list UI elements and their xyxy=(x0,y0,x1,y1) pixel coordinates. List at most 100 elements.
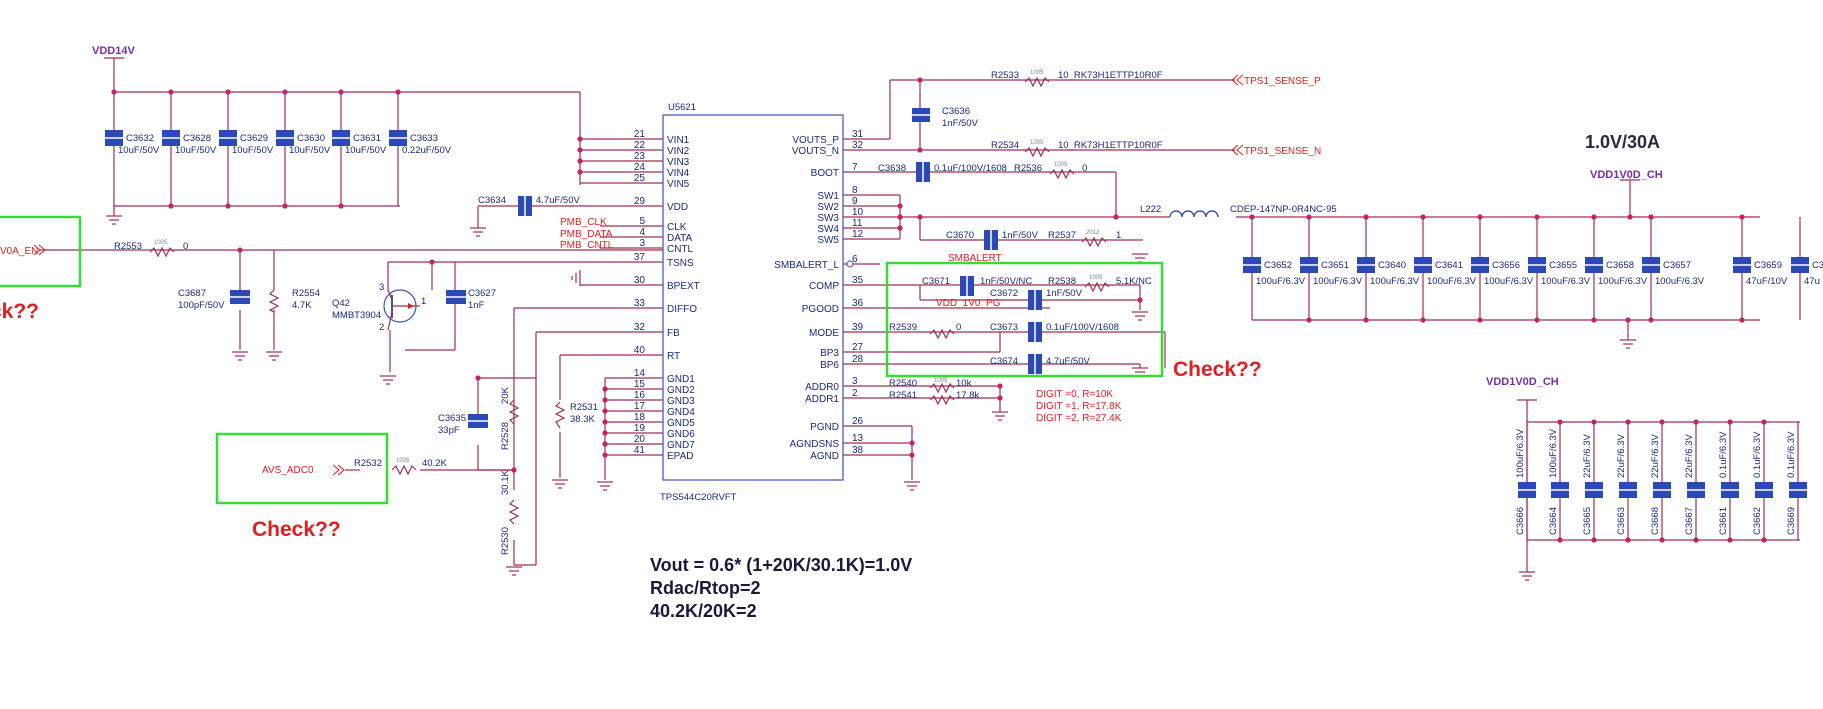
output-cap-ref: C3656 xyxy=(1492,260,1520,271)
c3670-ref: C3670 xyxy=(946,230,974,241)
ic-pin-name: EPAD xyxy=(667,451,694,462)
vdd1v0d-ch-label-2: VDD1V0D_CH xyxy=(1486,376,1559,388)
q42-base-pin: 1 xyxy=(421,296,426,307)
ic-pin-number: 2 xyxy=(852,388,858,399)
ground-icon xyxy=(992,411,1008,421)
check-note-avs: Check?? xyxy=(252,518,341,541)
r2528-value: 20K xyxy=(500,386,511,404)
input-cap-value: 10uF/50V xyxy=(175,145,217,156)
resistor-icon xyxy=(1024,76,1050,88)
ic-pin-name: TSNS xyxy=(667,258,694,269)
bottom-cap-value: 22uF/6.3V xyxy=(1582,434,1593,478)
capacitor-icon xyxy=(916,162,930,182)
output-cap-value: 100uF/6.3V xyxy=(1370,276,1420,287)
bottom-cap-ref: C3665 xyxy=(1582,507,1593,535)
capacitor-icon xyxy=(230,290,250,304)
ic-pin-name: VIN4 xyxy=(667,168,690,179)
r2532-ref: R2532 xyxy=(354,458,382,469)
ground-icon xyxy=(470,227,486,237)
r2537-ref: R2537 xyxy=(1048,230,1076,241)
pmb-data-label: PMB_DATA xyxy=(560,229,613,240)
ground-icon xyxy=(1132,253,1148,263)
discrete-caps: C3634 4.7uF/50V C3636 1nF/50V C3638 0.1u… xyxy=(178,106,1119,436)
bottom-cap-ref: C3664 xyxy=(1548,507,1559,535)
ic-pin-number: 27 xyxy=(852,342,864,353)
input-cap-ref: C3631 xyxy=(353,133,381,144)
capacitor-icon xyxy=(1028,322,1042,342)
pmb-clk-label: PMB_CLK xyxy=(560,217,607,228)
c3627-value: 1nF xyxy=(468,300,485,311)
output-cap-value: 100uF/6.3V xyxy=(1313,276,1363,287)
c3635-ref: C3635 xyxy=(438,413,466,424)
ic-pin-name: SW4 xyxy=(817,224,839,235)
output-cap-value: 47uF/10V xyxy=(1746,276,1788,287)
c3673-value: 0.1uF/100V/1608 xyxy=(1046,322,1119,333)
ic-pin-name: BP6 xyxy=(820,360,839,371)
ic-pin-name: GND2 xyxy=(667,385,695,396)
ic-pin-name: FB xyxy=(667,328,680,339)
resistor-icon xyxy=(508,499,520,525)
input-cap-value: 10uF/50V xyxy=(118,145,160,156)
digit-note-0: DIGIT =0, R=10K xyxy=(1036,389,1113,400)
r2539-ref: R2539 xyxy=(889,322,917,333)
q42-ref: Q42 xyxy=(332,298,350,309)
ic-pin-name: VOUTS_N xyxy=(792,146,839,157)
ic-pin-name: MODE xyxy=(809,328,839,339)
ic-pin-number: 11 xyxy=(852,218,863,229)
r2536-value: 0 xyxy=(1082,163,1087,174)
rail-title: 1.0V/30A xyxy=(1585,132,1660,152)
resistor-icon xyxy=(1081,236,1107,248)
c3627-ref: C3627 xyxy=(468,288,496,299)
smbalert-bubble-icon xyxy=(846,260,854,268)
ic-u5621: U5621 TPS544C20RVFT 21VIN122VIN223VIN324… xyxy=(634,102,864,503)
bottom-cap-value: 0.1uF/6.3V xyxy=(1718,431,1729,478)
ic-pin-number: 37 xyxy=(634,252,646,263)
capacitor-icon xyxy=(468,414,488,428)
resistor-icon xyxy=(929,328,955,340)
net-labels: PMB_CLK PMB_DATA PMB_CNTL SMBALERT VDD_1… xyxy=(0,74,1321,476)
resistor-icon xyxy=(554,401,566,429)
bottom-cap-ref: C3663 xyxy=(1616,507,1627,535)
input-cap-ref: C3633 xyxy=(410,133,438,144)
c3672-ref: C3672 xyxy=(990,288,1018,299)
r2537-value: 1 xyxy=(1116,230,1121,241)
ic-pin-number: 30 xyxy=(634,275,646,286)
ic-pin-name: PGND xyxy=(810,422,839,433)
output-cap-value: 100uF/6.3V xyxy=(1541,276,1591,287)
c3635-value: 33pF xyxy=(438,425,460,436)
resistor-icon xyxy=(149,246,175,258)
ic-pin-name: VDD xyxy=(667,202,688,213)
r2533-ref: R2533 xyxy=(991,70,1019,81)
ic-pin-name: SW1 xyxy=(817,191,839,202)
ic-pin-name: VIN3 xyxy=(667,157,690,168)
ic-pin-name: PGOOD xyxy=(802,304,839,315)
avs-adc0-label: AVS_ADC0 xyxy=(262,465,314,476)
ground-icon xyxy=(904,481,920,491)
bottom-cap-ref: C3666 xyxy=(1515,507,1526,535)
resistor-labels: R2533 10_RK73H1ETTP10R0F R2534 10_RK73H1… xyxy=(114,70,1163,555)
svg-text:2012: 2012 xyxy=(1086,230,1100,236)
equations: Vout = 0.6* (1+20K/30.1K)=1.0V Rdac/Rtop… xyxy=(650,555,912,621)
bottom-cap-value: 0.1uF/6.3V xyxy=(1786,431,1797,478)
bottom-cap-array: 100uF/6.3VC3666100uF/6.3VC366422uF/6.3VC… xyxy=(1515,422,1807,540)
ic-pin-name: GND5 xyxy=(667,418,695,429)
enable-net-label: V0A_EN xyxy=(0,246,38,257)
ic-pin-name: SW5 xyxy=(817,235,839,246)
ground-icon xyxy=(1519,571,1535,581)
capacitor-icon xyxy=(960,276,974,296)
bottom-cap-ref: C3669 xyxy=(1786,507,1797,535)
ic-pin-number: 32 xyxy=(634,322,646,333)
ground-icon xyxy=(232,351,248,361)
vdd14v-label: VDD14V xyxy=(92,45,135,57)
r2534-value: 10_RK73H1ETTP10R0F xyxy=(1058,140,1163,151)
c3638-ref: C3638 xyxy=(878,163,906,174)
svg-text:1005: 1005 xyxy=(154,240,168,246)
digit-note-2: DIGIT =2, R=27.4K xyxy=(1036,413,1122,424)
output-cap-ref: C3658 xyxy=(1606,260,1634,271)
c3672-value: 1nF/50V xyxy=(1046,288,1083,299)
ground-icon xyxy=(552,479,568,489)
review-annotations: ck?? Check?? Check?? xyxy=(0,215,1262,541)
ic-pin-name: VIN1 xyxy=(667,135,690,146)
ic-pin-name: VOUTS_P xyxy=(792,135,839,146)
